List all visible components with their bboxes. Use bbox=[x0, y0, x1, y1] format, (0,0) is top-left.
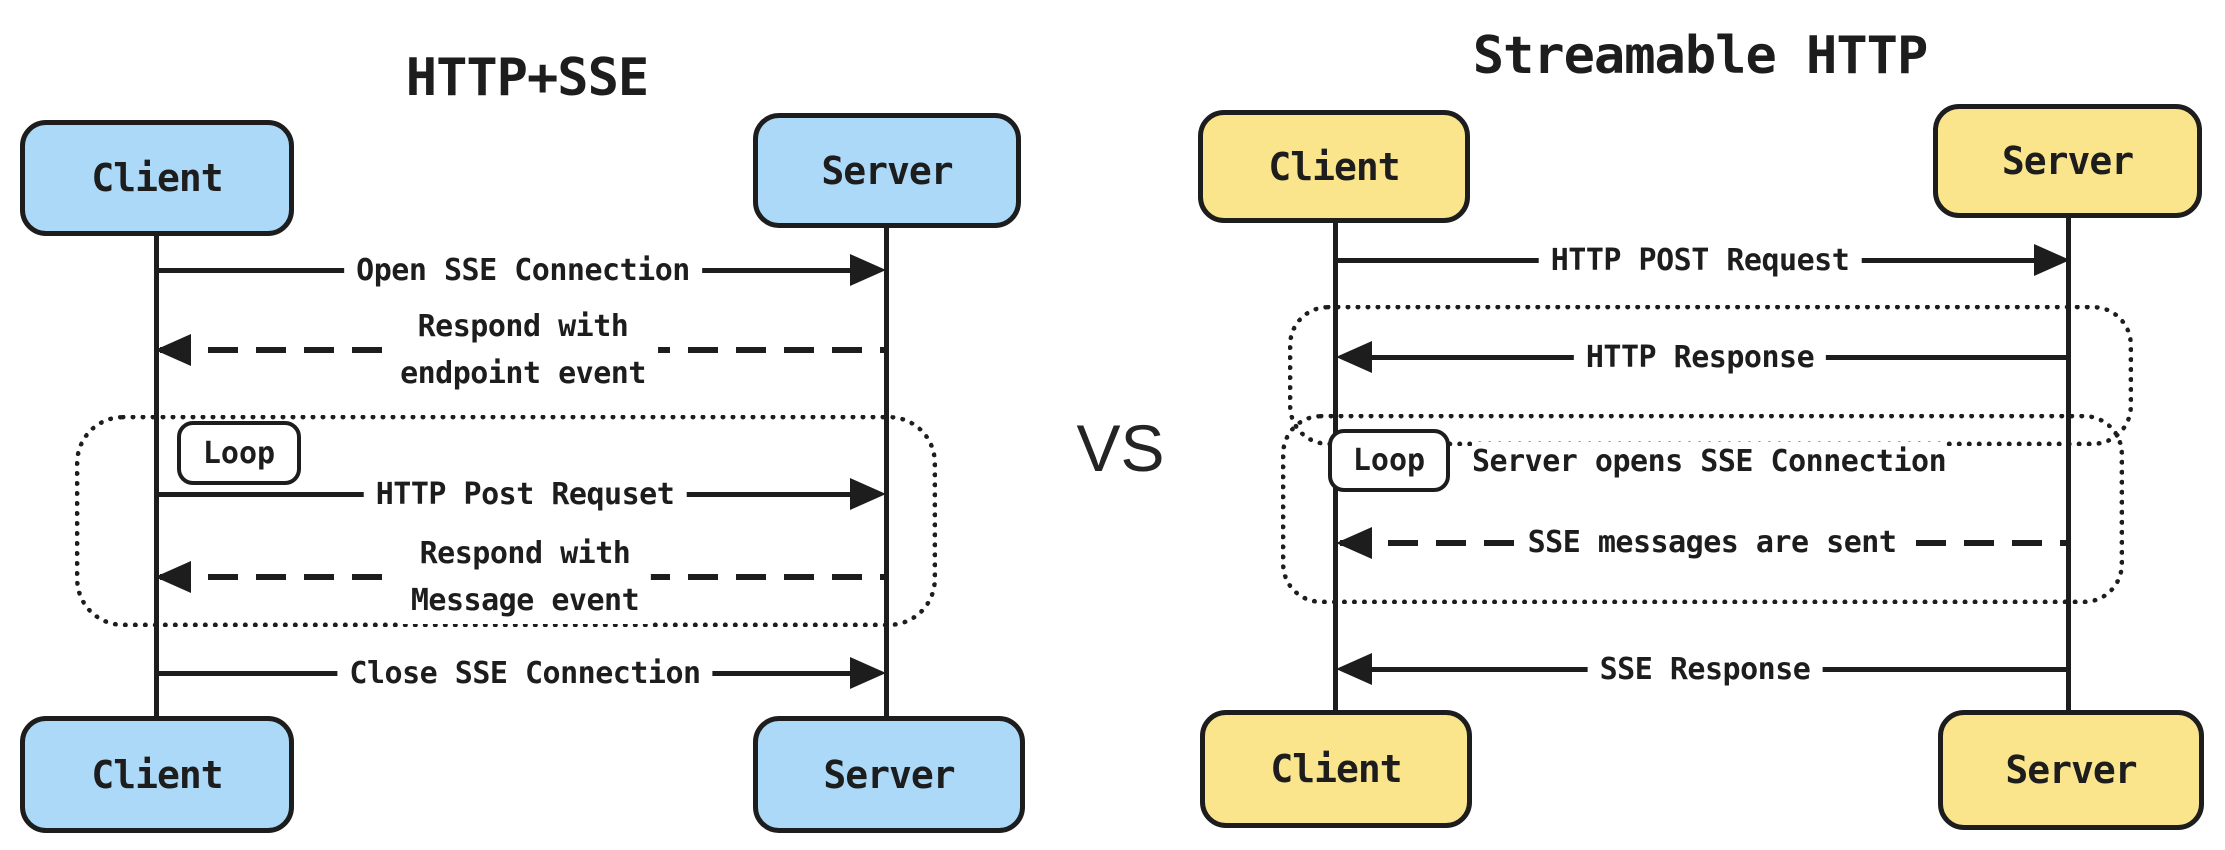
message-label: HTTP POST Request bbox=[1538, 240, 1862, 282]
message-label: Respond with Message event bbox=[398, 530, 652, 624]
arrowhead-right-icon bbox=[2034, 244, 2070, 276]
message-label: Respond with endpoint event bbox=[388, 303, 658, 397]
message-label-line: Respond with bbox=[419, 536, 631, 571]
right-loop-badge: Loop bbox=[1328, 429, 1450, 492]
message-label: HTTP Post Requset bbox=[363, 474, 687, 516]
left-loop-region bbox=[75, 415, 937, 627]
arrowhead-left-icon bbox=[1336, 527, 1372, 559]
vs-separator: VS bbox=[1076, 411, 1165, 485]
arrowhead-right-icon bbox=[850, 657, 886, 689]
message-label: HTTP Response bbox=[1573, 337, 1827, 379]
actor-box-server-bottom: Server bbox=[1938, 710, 2204, 830]
message-label: SSE Response bbox=[1587, 649, 1823, 691]
arrowhead-right-icon bbox=[850, 478, 886, 510]
left-loop-badge: Loop bbox=[177, 421, 301, 485]
arrowhead-left-icon bbox=[155, 561, 191, 593]
actor-box-client-top: Client bbox=[20, 120, 294, 236]
message-label-line: Message event bbox=[410, 583, 640, 618]
arrowhead-left-icon bbox=[155, 334, 191, 366]
arrowhead-left-icon bbox=[1336, 341, 1372, 373]
actor-box-client-top: Client bbox=[1198, 110, 1470, 223]
right-loop-title: Server opens SSE Connection bbox=[1472, 442, 1947, 482]
arrowhead-left-icon bbox=[1336, 653, 1372, 685]
arrowhead-right-icon bbox=[850, 254, 886, 286]
message-label: Open SSE Connection bbox=[344, 250, 702, 292]
actor-box-server-top: Server bbox=[753, 113, 1021, 228]
left-diagram-title: HTTP+SSE bbox=[405, 48, 649, 108]
actor-box-client-bottom: Client bbox=[20, 716, 294, 833]
message-label: Close SSE Connection bbox=[337, 653, 713, 695]
message-label: SSE messages are sent bbox=[1515, 522, 1909, 564]
right-loop-region bbox=[1281, 414, 2124, 604]
right-diagram-title: Streamable HTTP bbox=[1472, 26, 1929, 86]
actor-box-server-top: Server bbox=[1933, 104, 2202, 218]
message-label-line: Respond with bbox=[417, 309, 629, 344]
left-client-lifeline bbox=[154, 236, 159, 717]
message-label-line: endpoint event bbox=[400, 356, 646, 391]
actor-box-client-bottom: Client bbox=[1200, 710, 1472, 828]
left-server-lifeline bbox=[884, 228, 889, 717]
right-server-lifeline bbox=[2066, 218, 2071, 710]
actor-box-server-bottom: Server bbox=[753, 716, 1025, 833]
